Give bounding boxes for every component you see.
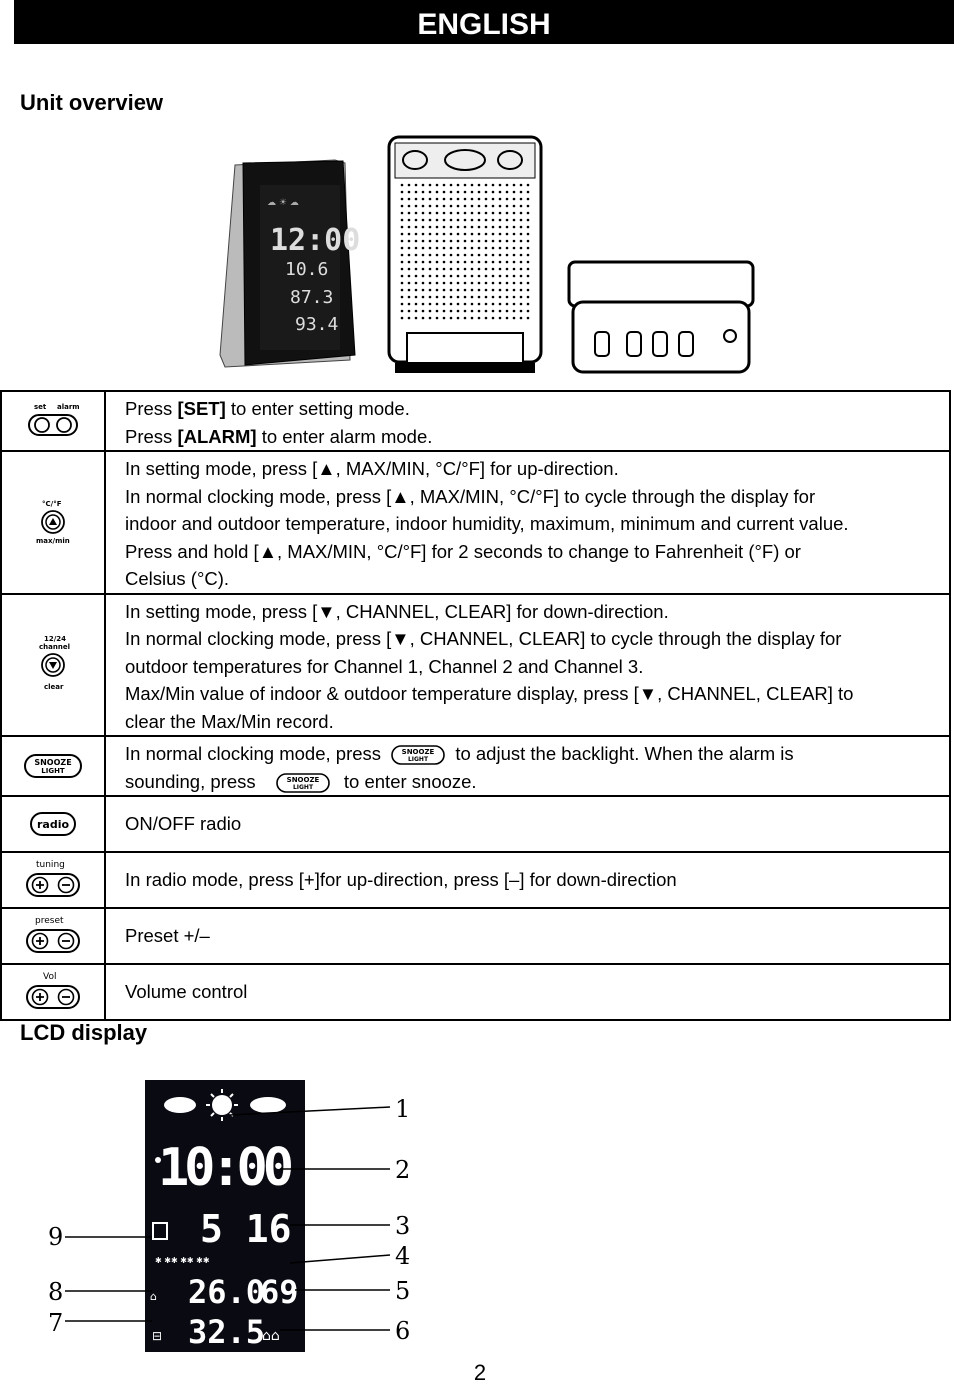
table-row: radio ON/OFF radio	[0, 795, 951, 853]
callout-3: 3	[395, 1212, 410, 1240]
lcd-display-diagram: 10:00 5 16 ✱ ✱✱ ✱✱ ✱✱ ⌂ 26.0 69 32.5 ⌂⌂ …	[48, 1080, 410, 1352]
callout-4: 4	[395, 1242, 410, 1270]
controls-table: set alarm Press [SET] to enter setting m…	[0, 390, 951, 1021]
lcd-outdoor-temp: 32.5	[188, 1313, 265, 1351]
section-title-lcd-display: LCD display	[20, 1020, 148, 1045]
svg-text:preset: preset	[35, 916, 64, 926]
snooze-light-description: In normal clocking mode, press SNOOZE LI…	[104, 735, 951, 797]
svg-text:LIGHT: LIGHT	[408, 756, 429, 763]
svg-text:clear: clear	[44, 683, 64, 691]
svg-text:SNOOZE: SNOOZE	[286, 776, 319, 784]
volume-buttons-icon: Vol	[0, 963, 106, 1021]
table-row: °C/°F max/min In setting mode, press [▲,…	[0, 450, 951, 595]
callout-5: 5	[395, 1277, 410, 1305]
callout-7: 7	[48, 1309, 63, 1337]
lcd-indoor-humidity: 69	[260, 1273, 299, 1311]
callout-2: 2	[395, 1156, 410, 1184]
svg-text:tuning: tuning	[36, 860, 65, 870]
svg-text:set: set	[34, 403, 47, 411]
svg-text:channel: channel	[39, 643, 70, 651]
svg-text:10.6: 10.6	[285, 259, 328, 280]
page-number: 2	[473, 1360, 487, 1385]
snooze-light-inline-icon: SNOOZE LIGHT	[391, 745, 445, 765]
preset-buttons-icon: preset	[0, 907, 106, 965]
svg-text:SNOOZE: SNOOZE	[402, 748, 435, 756]
preset-description: Preset +/–	[104, 907, 951, 965]
clock-front-photo: ☁ ☀ ☁ 12:00 10.6 87.3 93.4	[219, 159, 360, 368]
svg-text:alarm: alarm	[57, 403, 80, 411]
down-button-description: In setting mode, press [▼, CHANNEL, CLEA…	[104, 592, 951, 737]
svg-text:max/min: max/min	[36, 537, 70, 545]
clock-back-photo	[387, 135, 543, 373]
svg-text:⌂: ⌂	[150, 1290, 157, 1303]
svg-text:12:00: 12:00	[270, 223, 360, 258]
radio-description: ON/OFF radio	[104, 795, 951, 853]
lcd-time: 10:00	[158, 1138, 294, 1198]
callout-8: 8	[48, 1278, 63, 1306]
set-alarm-description: Press [SET] to enter setting mode. Press…	[104, 390, 951, 452]
lcd-indoor-temp: 26.0	[188, 1273, 265, 1311]
language-header: ENGLISH	[14, 0, 954, 44]
svg-text:12/24: 12/24	[44, 635, 66, 643]
clock-base-photo	[567, 260, 755, 374]
svg-text:LIGHT: LIGHT	[293, 784, 314, 791]
snooze-light-button-icon: SNOOZE LIGHT	[0, 735, 106, 797]
up-button-icon: °C/°F max/min	[0, 450, 106, 595]
svg-text:⌂⌂: ⌂⌂	[262, 1328, 280, 1344]
svg-text:LIGHT: LIGHT	[41, 767, 65, 775]
callout-6: 6	[395, 1317, 410, 1345]
snooze-light-inline-icon: SNOOZE LIGHT	[275, 772, 330, 793]
radio-button-icon: radio	[0, 795, 106, 853]
section-title-unit-overview: Unit overview	[20, 90, 164, 115]
svg-text:⊟: ⊟	[152, 1329, 162, 1343]
svg-text:87.3: 87.3	[290, 287, 333, 308]
svg-text:☁ ☀ ☁: ☁ ☀ ☁	[267, 198, 299, 208]
table-row: SNOOZE LIGHT In normal clocking mode, pr…	[0, 735, 951, 797]
down-button-icon: 12/24 channel clear	[0, 592, 106, 737]
svg-text:radio: radio	[37, 818, 69, 831]
callout-1: 1	[395, 1095, 410, 1123]
callout-9: 9	[48, 1223, 63, 1251]
volume-description: Volume control	[104, 963, 951, 1021]
tuning-buttons-icon: tuning	[0, 851, 106, 909]
table-row: tuning In radio mode, press [+]for up-di…	[0, 851, 951, 909]
table-row: Vol Volume control	[0, 963, 951, 1021]
svg-text:Vol: Vol	[43, 972, 56, 982]
svg-text:93.4: 93.4	[295, 314, 338, 335]
svg-text:✱ ✱✱ ✱✱ ✱✱: ✱ ✱✱ ✱✱ ✱✱	[155, 1256, 210, 1265]
lcd-date: 5 16	[200, 1207, 292, 1251]
table-row: preset Preset +/–	[0, 907, 951, 965]
weather-icons	[164, 1089, 286, 1121]
tuning-description: In radio mode, press [+]for up-direction…	[104, 851, 951, 909]
up-button-description: In setting mode, press [▲, MAX/MIN, °C/°…	[104, 450, 951, 595]
svg-text:°C/°F: °C/°F	[42, 500, 62, 508]
table-row: set alarm Press [SET] to enter setting m…	[0, 390, 951, 452]
table-row: 12/24 channel clear In setting mode, pre…	[0, 592, 951, 737]
svg-text:SNOOZE: SNOOZE	[34, 758, 71, 767]
set-alarm-buttons-icon: set alarm	[0, 390, 106, 452]
